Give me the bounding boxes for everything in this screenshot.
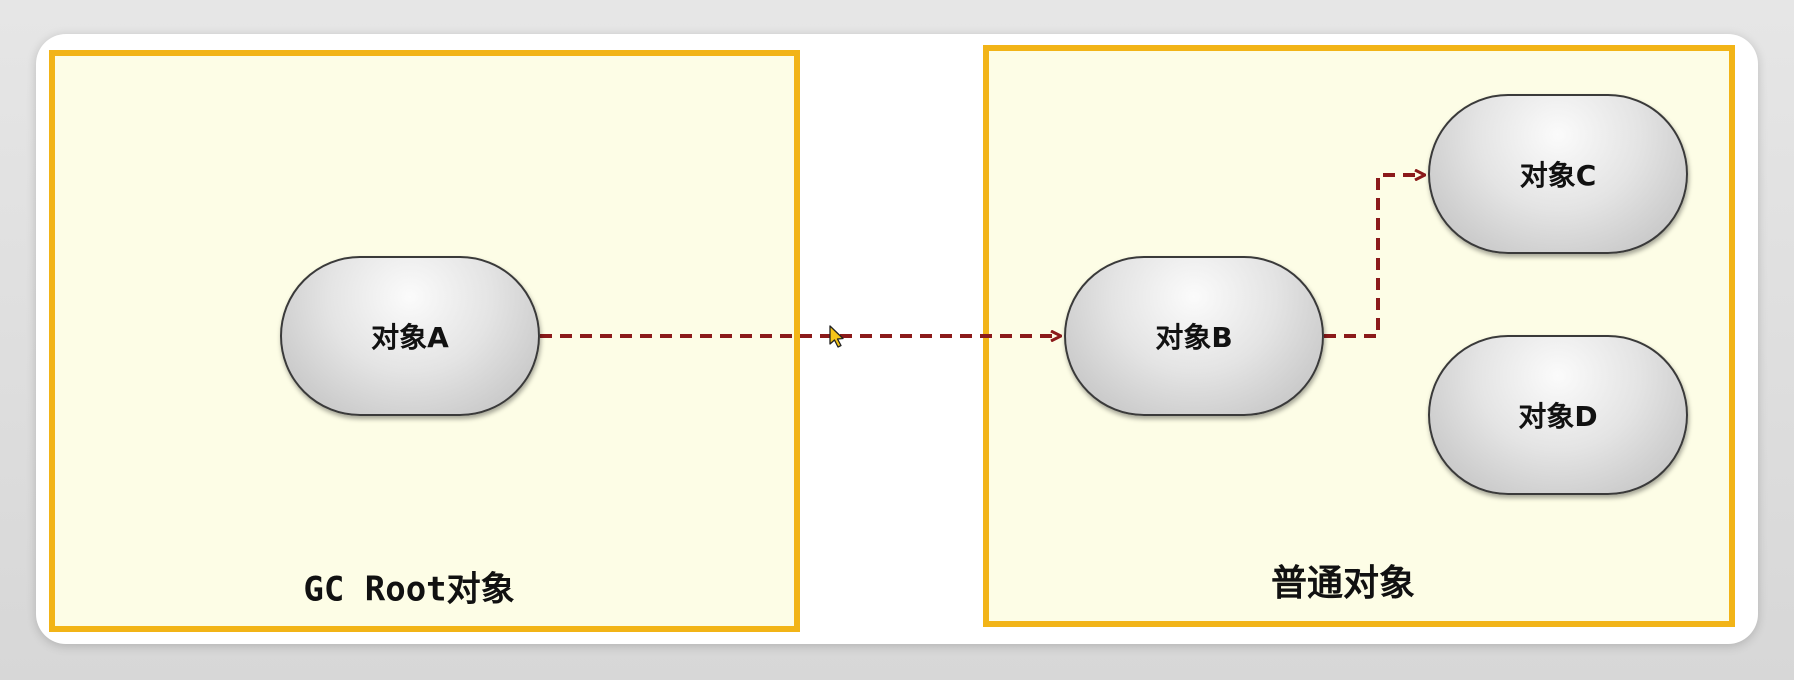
node-object-b: 对象B — [1064, 256, 1324, 416]
node-object-a: 对象A — [280, 256, 540, 416]
normal-objects-zone-label: 普通对象 — [1270, 563, 1416, 604]
node-object-d: 对象D — [1428, 335, 1688, 495]
mouse-cursor-icon — [829, 325, 844, 348]
node-object-d-label: 对象D — [1518, 400, 1598, 433]
node-object-c-label: 对象C — [1519, 159, 1597, 192]
node-object-a-label: 对象A — [371, 321, 449, 354]
gc-root-zone-label: GC Root对象 — [303, 569, 515, 610]
node-object-b-label: 对象B — [1155, 321, 1233, 354]
node-object-c: 对象C — [1428, 94, 1688, 254]
